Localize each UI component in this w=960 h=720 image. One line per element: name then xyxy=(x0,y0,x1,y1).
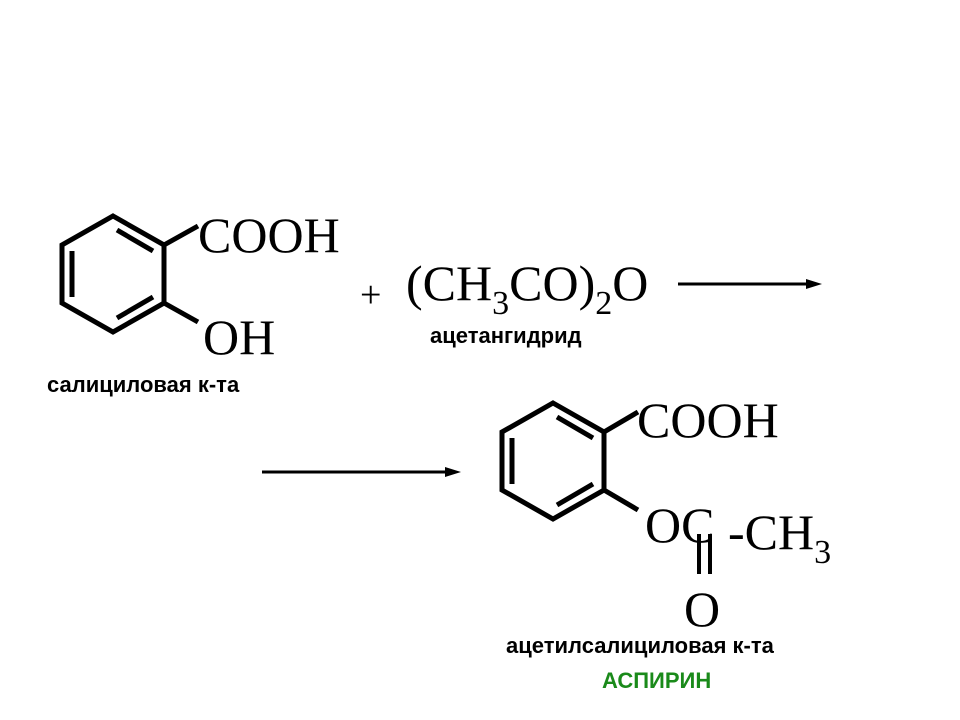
cooh-bond xyxy=(162,223,200,248)
cooh-bond xyxy=(602,409,640,435)
formula-sub-3: 3 xyxy=(492,285,510,322)
formula-part-end: O xyxy=(612,255,649,311)
oh-bond xyxy=(162,300,200,325)
salicylic-benzene-ring xyxy=(59,213,200,335)
salicylic-cooh-label: COOH xyxy=(198,207,340,263)
aspirin-benzene-ring xyxy=(499,400,640,522)
carbonyl-oxygen-label: O xyxy=(684,581,721,637)
acetic-anhydride-formula: (CH3CO)2O xyxy=(406,255,649,321)
aspirin-chemical-name: ацетилсалициловая к-та xyxy=(506,633,774,658)
plus-sign: + xyxy=(360,274,382,316)
aspirin-methyl-group: -CH3 xyxy=(728,504,831,570)
aspirin-common-name: АСПИРИН xyxy=(602,668,712,693)
formula-sub-2: 2 xyxy=(595,285,613,322)
formula-part-mid: CO) xyxy=(509,255,596,311)
aspirin-ester-label: OC xyxy=(645,497,715,553)
methyl-label: -CH xyxy=(728,504,815,560)
reaction-arrow-1 xyxy=(678,279,822,289)
ester-bond xyxy=(602,487,640,513)
carbonyl-double-bond xyxy=(697,534,712,574)
salicylic-oh-label: OH xyxy=(203,309,276,365)
reaction-arrow-2 xyxy=(262,467,461,477)
formula-part-open: (CH xyxy=(406,255,493,311)
salicylic-acid-name: салициловая к-та xyxy=(47,372,240,397)
acetic-anhydride-name: ацетангидрид xyxy=(430,323,582,348)
methyl-sub-3: 3 xyxy=(814,534,832,571)
aspirin-cooh-label: COOH xyxy=(637,392,779,448)
